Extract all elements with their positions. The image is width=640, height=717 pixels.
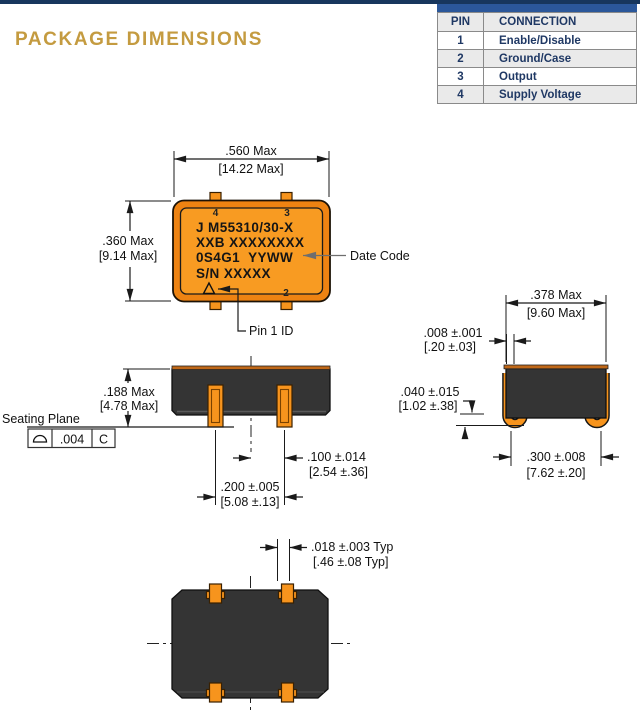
package-body-front [171,368,331,416]
dim-text-mm: [14.22 Max] [218,162,283,176]
lead-pad [208,583,223,604]
lead-pad [208,682,223,703]
dim-text-inch: .100 ±.014 [307,450,366,464]
dim-text-mm: [7.62 ±.20] [527,466,586,480]
page-top-rule [0,0,640,4]
pin-lead-inner [210,388,221,424]
dim-pin-span: .200 ±.005 [5.08 ±.13] [197,480,303,509]
pin-lead [207,384,224,428]
lid-seam [171,365,331,370]
fcf-box [27,428,116,449]
table-row: 1 Enable/Disable [437,31,637,50]
dim-pin-pitch: .100 ±.014 [2.54 ±.36] [215,430,368,505]
marking-line: J M55310/30-X [196,220,294,235]
connection-cell: Output [483,67,637,86]
dim-text-mm: [1.02 ±.38] [399,399,458,413]
package-lid-outline [179,207,324,295]
through-pin [276,384,293,428]
fcf-datum: C [99,433,108,447]
page-title: PACKAGE DIMENSIONS [15,28,264,50]
dim-text-mm: [9.14 Max] [99,249,157,263]
pin-table-grid: PIN CONNECTION 1 Enable/Disable 2 Ground… [437,12,637,104]
connection-header: CONNECTION [483,12,637,32]
pin1-id-label: Pin 1 ID [249,324,293,338]
through-pin [207,384,224,428]
table-header-row: PIN CONNECTION [437,12,637,32]
dim-lead-span: .300 ±.008 [7.62 ±.20] [493,431,619,480]
dim-text-inch: .360 Max [102,234,154,248]
connection-cell: Enable/Disable [483,31,637,50]
dim-text-inch: .188 Max [103,385,155,399]
pin2-label: 2 [283,288,289,299]
table-row: 3 Output [437,67,637,86]
dim-text-mm: [9.60 Max] [527,306,585,320]
lid-seam [503,364,609,370]
dim-text-inch: .378 Max [530,288,582,302]
dim-text-inch: .300 ±.008 [527,450,586,464]
dim-text-inch: .200 ±.005 [221,480,280,494]
side-view: .378 Max [9.60 Max] .008 ±.001 [.20 ±.03… [399,288,619,480]
dim-text-mm: [.20 ±.03] [424,340,476,354]
marking-line: XXB XXXXXXXX [196,235,304,250]
marking-line: 0S4G1 YYWW [196,250,293,265]
profile-surface-symbol-icon [32,434,48,443]
dim-text-inch: .560 Max [225,144,277,158]
dim-side-depth: .378 Max [9.60 Max] [505,288,607,362]
table-row: 4 Supply Voltage [437,85,637,104]
pin-lead [276,384,293,428]
pin1-leader-line [218,285,246,332]
package-body-side [505,367,607,419]
marking-line: S/N XXXXX [196,266,271,281]
dim-standoff: .040 ±.015 [1.02 ±.38] [399,385,524,440]
dim-text-inch: .008 ±.001 [424,326,483,340]
pin-lead-inner [279,388,290,424]
pin3-label: 3 [284,208,290,219]
dim-text-mm: [4.78 Max] [100,399,158,413]
dim-lead-width: .018 ±.003 Typ [.46 ±.08 Typ] [260,539,393,581]
dim-text-mm: [5.08 ±.13] [221,495,280,509]
fcf-tolerance: .004 [60,433,84,447]
dim-text-mm: [2.54 ±.36] [309,465,368,479]
pin4-label: 4 [213,208,219,219]
dim-front-height: .188 Max [4.78 Max] [100,368,170,427]
connection-cell: Supply Voltage [483,85,637,104]
pin-connection-table: PIN CONNECTION 1 Enable/Disable 2 Ground… [437,4,637,104]
front-view: .188 Max [4.78 Max] Seating Plane .004 C… [2,356,368,509]
dim-top-height: .360 Max [9.14 Max] [99,200,171,302]
top-view: .560 Max [14.22 Max] .360 Max [9.14 Max]… [99,144,410,338]
lead-pad [280,682,295,703]
dimension-line [463,400,476,413]
dim-text-inch: .018 ±.003 Typ [311,540,393,554]
bottom-lead [205,583,226,604]
dim-text-inch: .040 ±.015 [401,385,460,399]
flatness-control-frame: .004 C [27,428,116,449]
bottom-lead [277,682,298,703]
seating-plane-label: Seating Plane [2,412,80,426]
dim-top-width: .560 Max [14.22 Max] [173,144,330,197]
package-body-bottom [171,589,329,699]
pin1-id-triangle [202,281,216,295]
dim-text-mm: [.46 ±.08 Typ] [313,555,388,569]
bottom-lead [205,682,226,703]
date-code-label: Date Code [350,249,410,263]
lead-pad [280,583,295,604]
dim-lead-thickness: .008 ±.001 [.20 ±.03] [424,326,531,364]
bottom-lead [277,583,298,604]
bottom-view: .018 ±.003 Typ [.46 ±.08 Typ] [147,539,393,712]
table-accent-bar [437,4,637,12]
